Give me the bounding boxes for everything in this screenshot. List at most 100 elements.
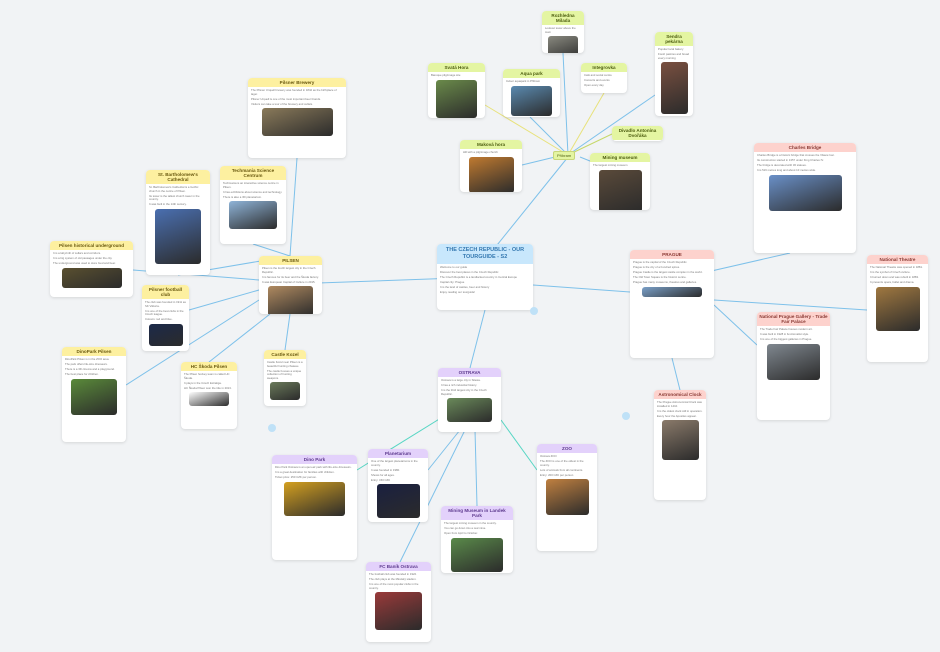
topic-text: The underground was used to store food a… [53, 261, 116, 266]
topic-text: Café and social centre [584, 73, 612, 77]
topic-title: Sendra pekárna [655, 32, 693, 46]
topic-text: It was founded in 1980. [371, 467, 400, 472]
topic-title: Planetarium [368, 449, 428, 458]
topic-title: Charles Bridge [754, 143, 856, 152]
topic-text: The best place for children. [65, 372, 99, 377]
topic-text: It is 516 metres long and about 10 metre… [757, 168, 816, 173]
topic-text: Dino Park Ostrava is an open-air park wi… [275, 465, 352, 469]
topic-text: You can go down into a real mine. [444, 526, 487, 531]
topic-text: There is also a 3D planetarium. [223, 194, 262, 199]
topic-text: It is famous for its beer and the Škoda … [262, 274, 319, 279]
topic-image [71, 378, 117, 415]
topic-text: Prague is the capital of the Czech Repub… [633, 260, 688, 264]
topic-text: The club was founded in 1911 as SK Vikto… [145, 300, 186, 308]
topic-image [148, 323, 183, 346]
topic-title: National Theatre [867, 255, 928, 264]
topic-title: DinoPark Pilsen [62, 347, 126, 356]
topic-image [768, 174, 842, 211]
topic-text: The ZOO is one of the oldest in the coun… [540, 459, 584, 467]
topic-title: PILSEN [259, 256, 322, 265]
topic-text: Popular local bakery [658, 47, 684, 51]
topic-text: The largest mining museum in the country… [444, 521, 497, 525]
connector-line [500, 419, 538, 471]
topic-title: Pilsner Brewery [248, 78, 346, 87]
connector-line [521, 156, 556, 166]
topic-text: One of the largest planetariums in the c… [371, 459, 418, 467]
topic-title: Dino Park [272, 455, 357, 464]
topic-image [155, 208, 201, 264]
connection-handle[interactable] [530, 307, 538, 315]
topic-text: Entry: 200 CZK per person [540, 472, 574, 477]
topic-card-divadlo[interactable]: Divadlo Antonína DvořákaTheatre in Příbr… [612, 126, 663, 141]
topic-image [268, 286, 313, 314]
connection-handle[interactable] [268, 424, 276, 432]
topic-text: It burned down and was rebuilt in 1883. [870, 275, 919, 280]
topic-text: Ostrava is a large city in Silesia. [441, 378, 481, 382]
connection-handle[interactable] [622, 412, 630, 420]
connector-line [532, 284, 631, 293]
topic-text: It presents opera, ballet and drama. [870, 280, 915, 285]
topic-image [661, 420, 699, 461]
topic-text: Fresh pastries and bread every morning [658, 52, 690, 60]
topic-text: The Pilsen hockey team is called HC Škod… [184, 372, 230, 380]
topic-title: HC Škoda Pilsen [181, 362, 237, 371]
connector-line [252, 243, 291, 257]
topic-card-national-gallery[interactable]: National Prague Gallery - Trade Fair Pal… [757, 312, 830, 420]
topic-title: OSTRAVA [438, 368, 501, 377]
topic-pribram[interactable]: Příbram [553, 151, 576, 160]
topic-text: It is a great destination for families w… [275, 470, 335, 475]
topic-title: Divadlo Antonína Dvořáka [612, 126, 663, 140]
topic-text: The largest mining museum [593, 163, 628, 167]
topic-text: Every hour the Apostles appear. [657, 413, 697, 418]
topic-title: Mining Museum in Landek Park [441, 506, 513, 520]
topic-image [875, 286, 920, 331]
connector-line [469, 309, 486, 369]
connector-line [208, 313, 271, 363]
central-topic-line: Discover the best places in the Czech Re… [440, 270, 499, 275]
topic-text: It is one of the biggest galleries in Pr… [760, 337, 813, 342]
topic-text: Prague is the city of a hundred spires. [633, 265, 680, 270]
topic-image [511, 85, 552, 116]
topic-text: Open every day [584, 83, 604, 88]
topic-image [451, 537, 503, 572]
topic-text: Colours: red and blue. [145, 317, 173, 322]
topic-text: HC Škoda Pilsen won the title in 2013. [184, 385, 232, 390]
topic-text: The Pilsner Urquell brewery was founded … [251, 88, 337, 96]
topic-text: The football club was founded in 1922. [369, 572, 417, 576]
topic-text: Its construction started in 1357 under K… [757, 158, 824, 163]
topic-title: Castle Kozel [264, 350, 306, 359]
topic-text: Castle Kozel near Pilsen is a beautiful … [267, 360, 303, 368]
topic-text: Shows for all ages. [371, 472, 395, 477]
topic-image [261, 108, 333, 137]
topic-text: St. Bartholomew's Cathedral is a Gothic … [149, 185, 199, 193]
topic-text: Visitors can take a tour of the brewery … [251, 101, 313, 106]
connector-line [562, 52, 569, 156]
